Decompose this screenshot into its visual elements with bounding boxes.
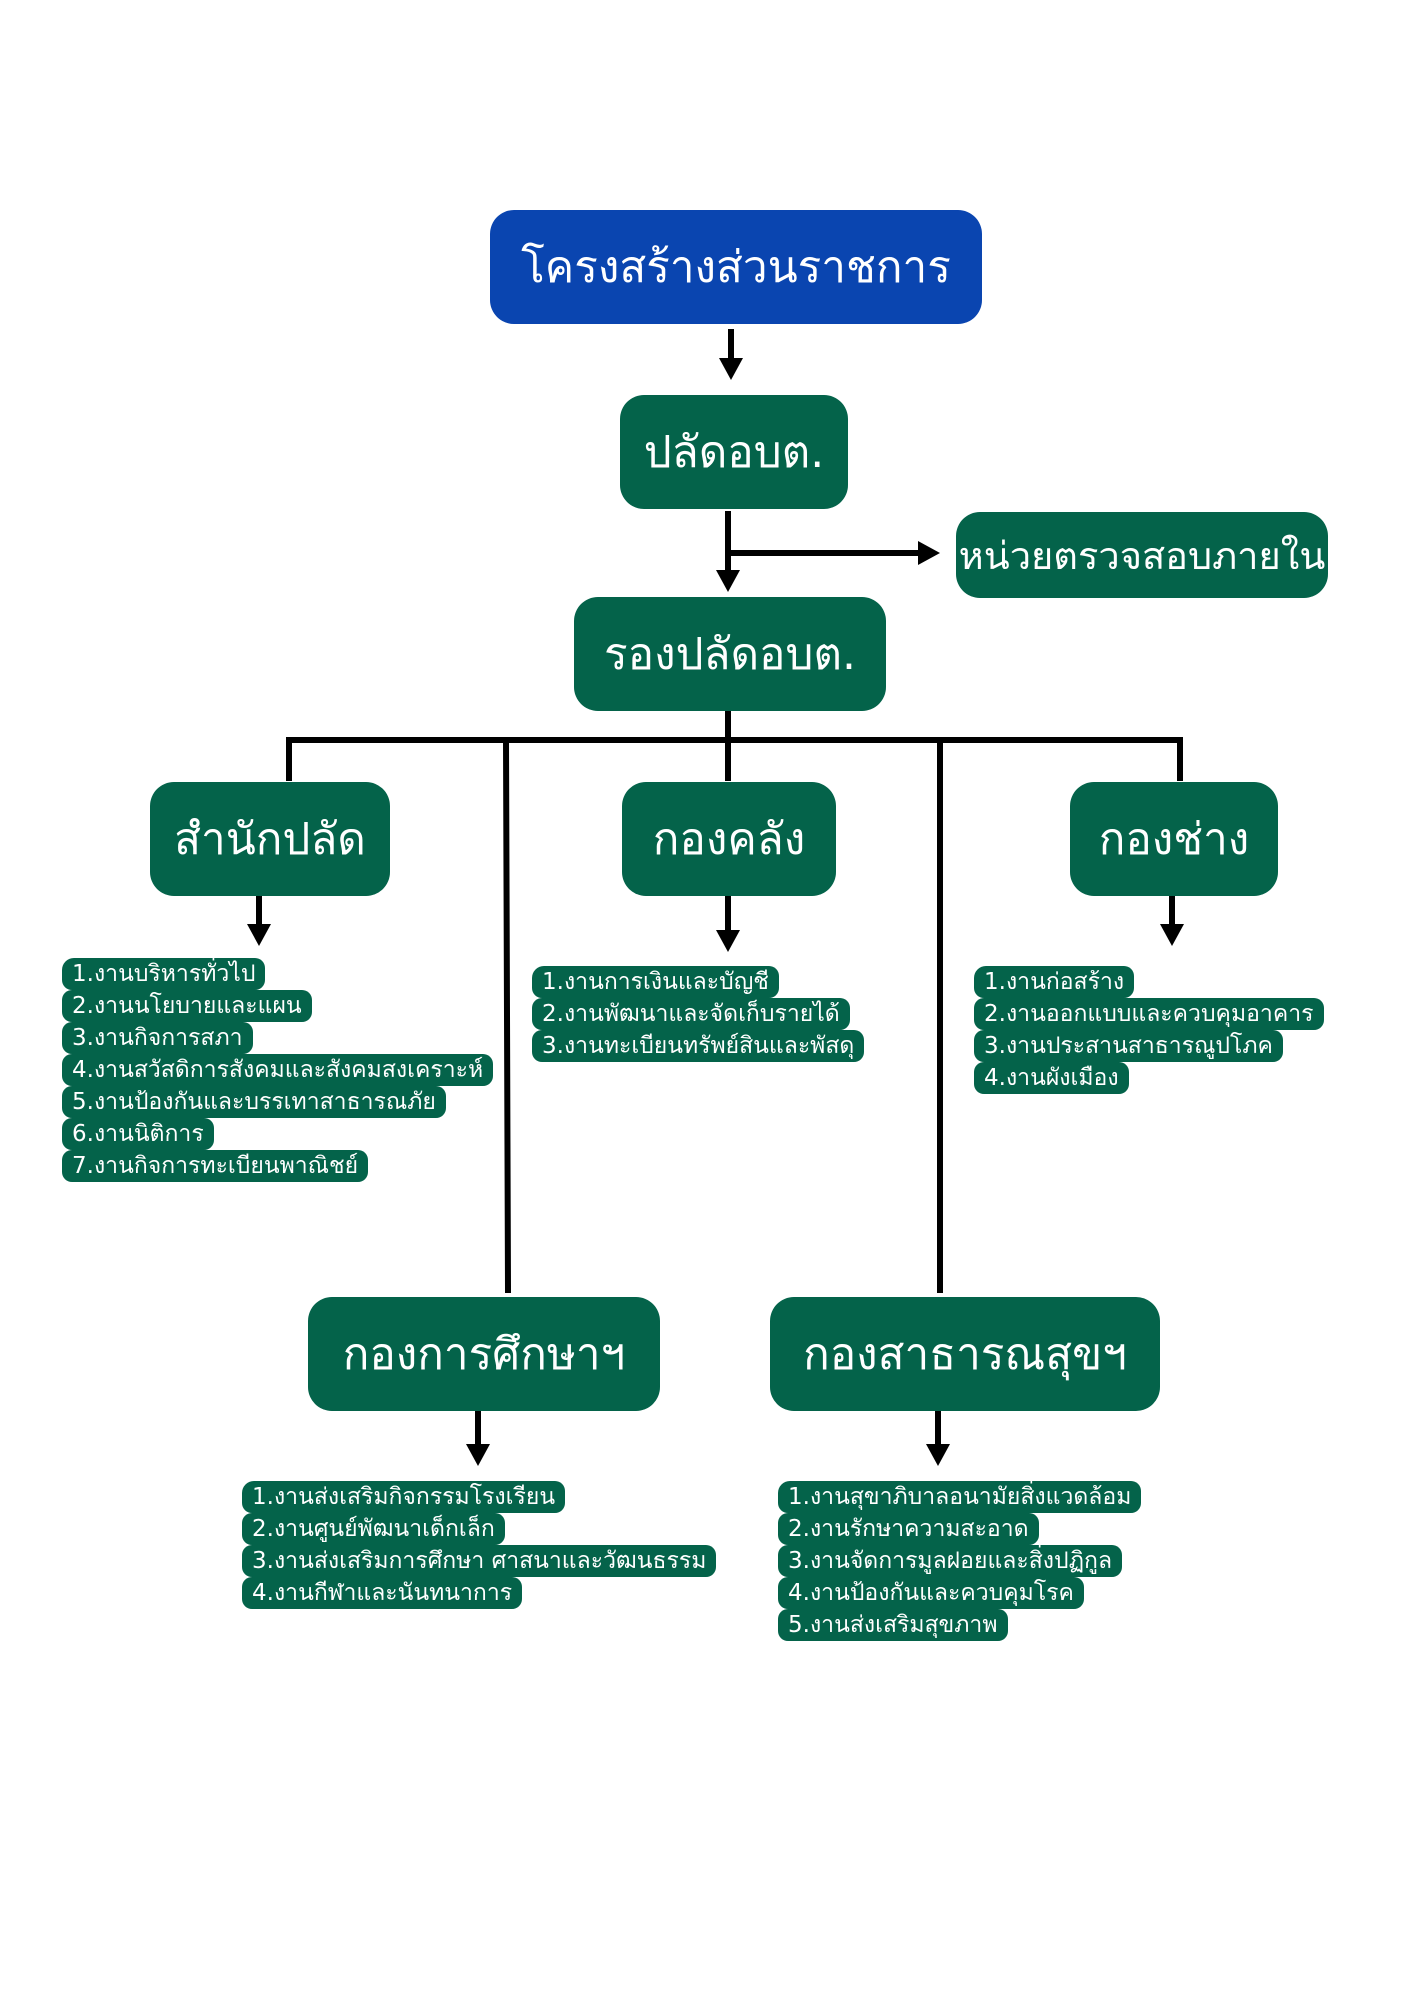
list-item: 3.งานประสานสาธารณูปโภค [974,1030,1283,1062]
list-item: 2.งานศูนย์พัฒนาเด็กเล็ก [242,1513,505,1545]
list-item: 4.งานกีฬาและนันทนาการ [242,1577,523,1609]
list-item: 4.งานผังเมือง [974,1062,1129,1094]
node-public-health-division: กองสาธารณสุขฯ [770,1297,1160,1411]
list-item: 1.งานก่อสร้าง [974,966,1135,998]
node-palad: ปลัดอบต. [620,395,848,509]
list-item: 1.งานส่งเสริมกิจกรรมโรงเรียน [242,1481,566,1513]
finance-task-list: 1.งานการเงินและบัญชี 2.งานพัฒนาและจัดเก็… [532,966,865,1062]
list-item: 2.งานรักษาความสะอาด [778,1513,1039,1545]
arrowhead-health-tasks [926,1444,950,1466]
arrowhead-audit [918,541,940,565]
node-deputy-palad: รองปลัดอบต. [574,597,886,711]
arrowhead-office-tasks [247,924,271,946]
connector-bus-education [502,736,512,1294]
node-finance-division: กองคลัง [622,782,836,896]
education-task-list: 1.งานส่งเสริมกิจกรรมโรงเรียน 2.งานศูนย์พ… [242,1481,717,1609]
list-item: 5.งานส่งเสริมสุขภาพ [778,1609,1008,1641]
list-item: 4.งานป้องกันและควบคุมโรค [778,1577,1084,1609]
list-item: 1.งานบริหารทั่วไป [62,958,266,990]
list-item: 6.งานนิติการ [62,1118,214,1150]
node-engineering-division: กองช่าง [1070,782,1278,896]
list-item: 3.งานจัดการมูลฝอยและสิ่งปฏิกูล [778,1545,1123,1577]
arrowhead-title-palad [719,358,743,380]
health-task-list: 1.งานสุขาภิบาลอนามัยสิ่งแวดล้อม 2.งานรัก… [778,1481,1142,1641]
list-item: 7.งานกิจการทะเบียนพาณิชย์ [62,1150,369,1182]
arrowhead-education-tasks [466,1444,490,1466]
list-item: 5.งานป้องกันและบรรเทาสาธารณภัย [62,1086,446,1118]
node-education-division: กองการศึกษาฯ [308,1297,660,1411]
list-item: 2.งานพัฒนาและจัดเก็บรายได้ [532,998,850,1030]
list-item: 2.งานออกแบบและควบคุมอาคาร [974,998,1324,1030]
list-item: 1.งานการเงินและบัญชี [532,966,779,998]
list-item: 1.งานสุขาภิบาลอนามัยสิ่งแวดล้อม [778,1481,1142,1513]
arrowhead-finance-tasks [716,930,740,952]
list-item: 4.งานสวัสดิการสังคมและสังคมสงเคราะห์ [62,1054,494,1086]
engineering-task-list: 1.งานก่อสร้าง 2.งานออกแบบและควบคุมอาคาร … [974,966,1324,1094]
chart-title: โครงสร้างส่วนราชการ [490,210,982,324]
arrowhead-engineering-tasks [1160,924,1184,946]
office-task-list: 1.งานบริหารทั่วไป 2.งานนโยบายและแผน 3.งา… [62,958,494,1182]
node-audit-unit: หน่วยตรวจสอบภายใน [956,512,1328,598]
list-item: 3.งานทะเบียนทรัพย์สินและพัสดุ [532,1030,865,1062]
list-item: 3.งานส่งเสริมการศึกษา ศาสนาและวัฒนธรรม [242,1545,717,1577]
list-item: 2.งานนโยบายและแผน [62,990,312,1022]
node-office-of-palad: สำนักปลัด [150,782,390,896]
list-item: 3.งานกิจการสภา [62,1022,253,1054]
arrowhead-palad-deputy [716,570,740,592]
